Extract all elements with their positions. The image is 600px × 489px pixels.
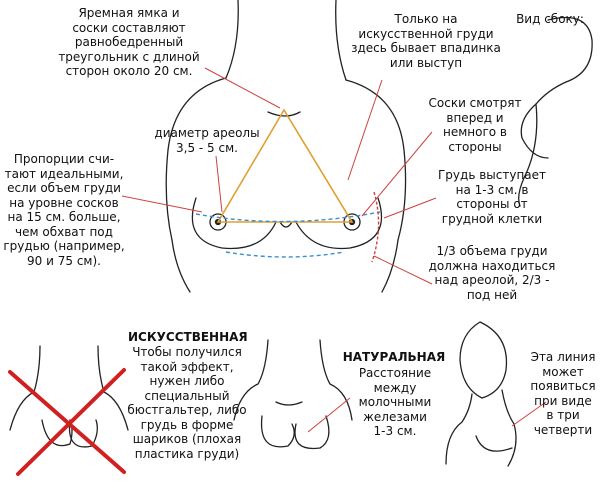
label-ideal-proportions: Пропорции счи- тают идеальными, если объ…	[3, 152, 125, 268]
label-volume-third: 1/3 объема груди должна находиться над а…	[428, 244, 556, 302]
label-breast-protrudes: Грудь выступает на 1-3 см. в стороны от …	[437, 168, 547, 226]
three-quarter-pointer	[511, 401, 547, 427]
natural-pointer	[307, 397, 351, 433]
pointer-lines	[121, 67, 437, 285]
side-view-figure	[518, 16, 593, 207]
side-protrusion-marker	[371, 191, 380, 263]
label-three-quarter: Эта линия может появиться при виде в три…	[530, 350, 596, 437]
cross-out-mark	[8, 368, 126, 476]
dashed-measurement-lines	[195, 211, 381, 258]
three-quarter-figure	[445, 321, 517, 467]
label-natural-text: Расстояние между молочными железами 1-3 …	[358, 366, 432, 438]
label-nipples-direction: Соски смотрят вперед и немного в стороны	[428, 96, 522, 154]
label-artificial-title: ИСКУССТВЕННАЯ	[128, 330, 248, 344]
label-artificial-text: Чтобы получился такой эффект, нужен либо…	[127, 345, 247, 461]
label-implant-hollow: Только на искусственной груди здесь быва…	[351, 12, 501, 70]
label-side-view: Вид сбоку:	[516, 12, 584, 26]
label-areola-diameter: диаметр ареолы 3,5 - 5 см.	[154, 126, 260, 155]
natural-figure	[233, 339, 353, 450]
main-torso-figure	[165, 0, 407, 293]
artificial-figure	[9, 345, 129, 448]
label-natural-title: НАТУРАЛЬНАЯ	[342, 350, 446, 364]
label-jugular-notch: Яремная ямка и соски составляют равнобед…	[58, 6, 200, 78]
isosceles-triangle	[216, 108, 354, 223]
